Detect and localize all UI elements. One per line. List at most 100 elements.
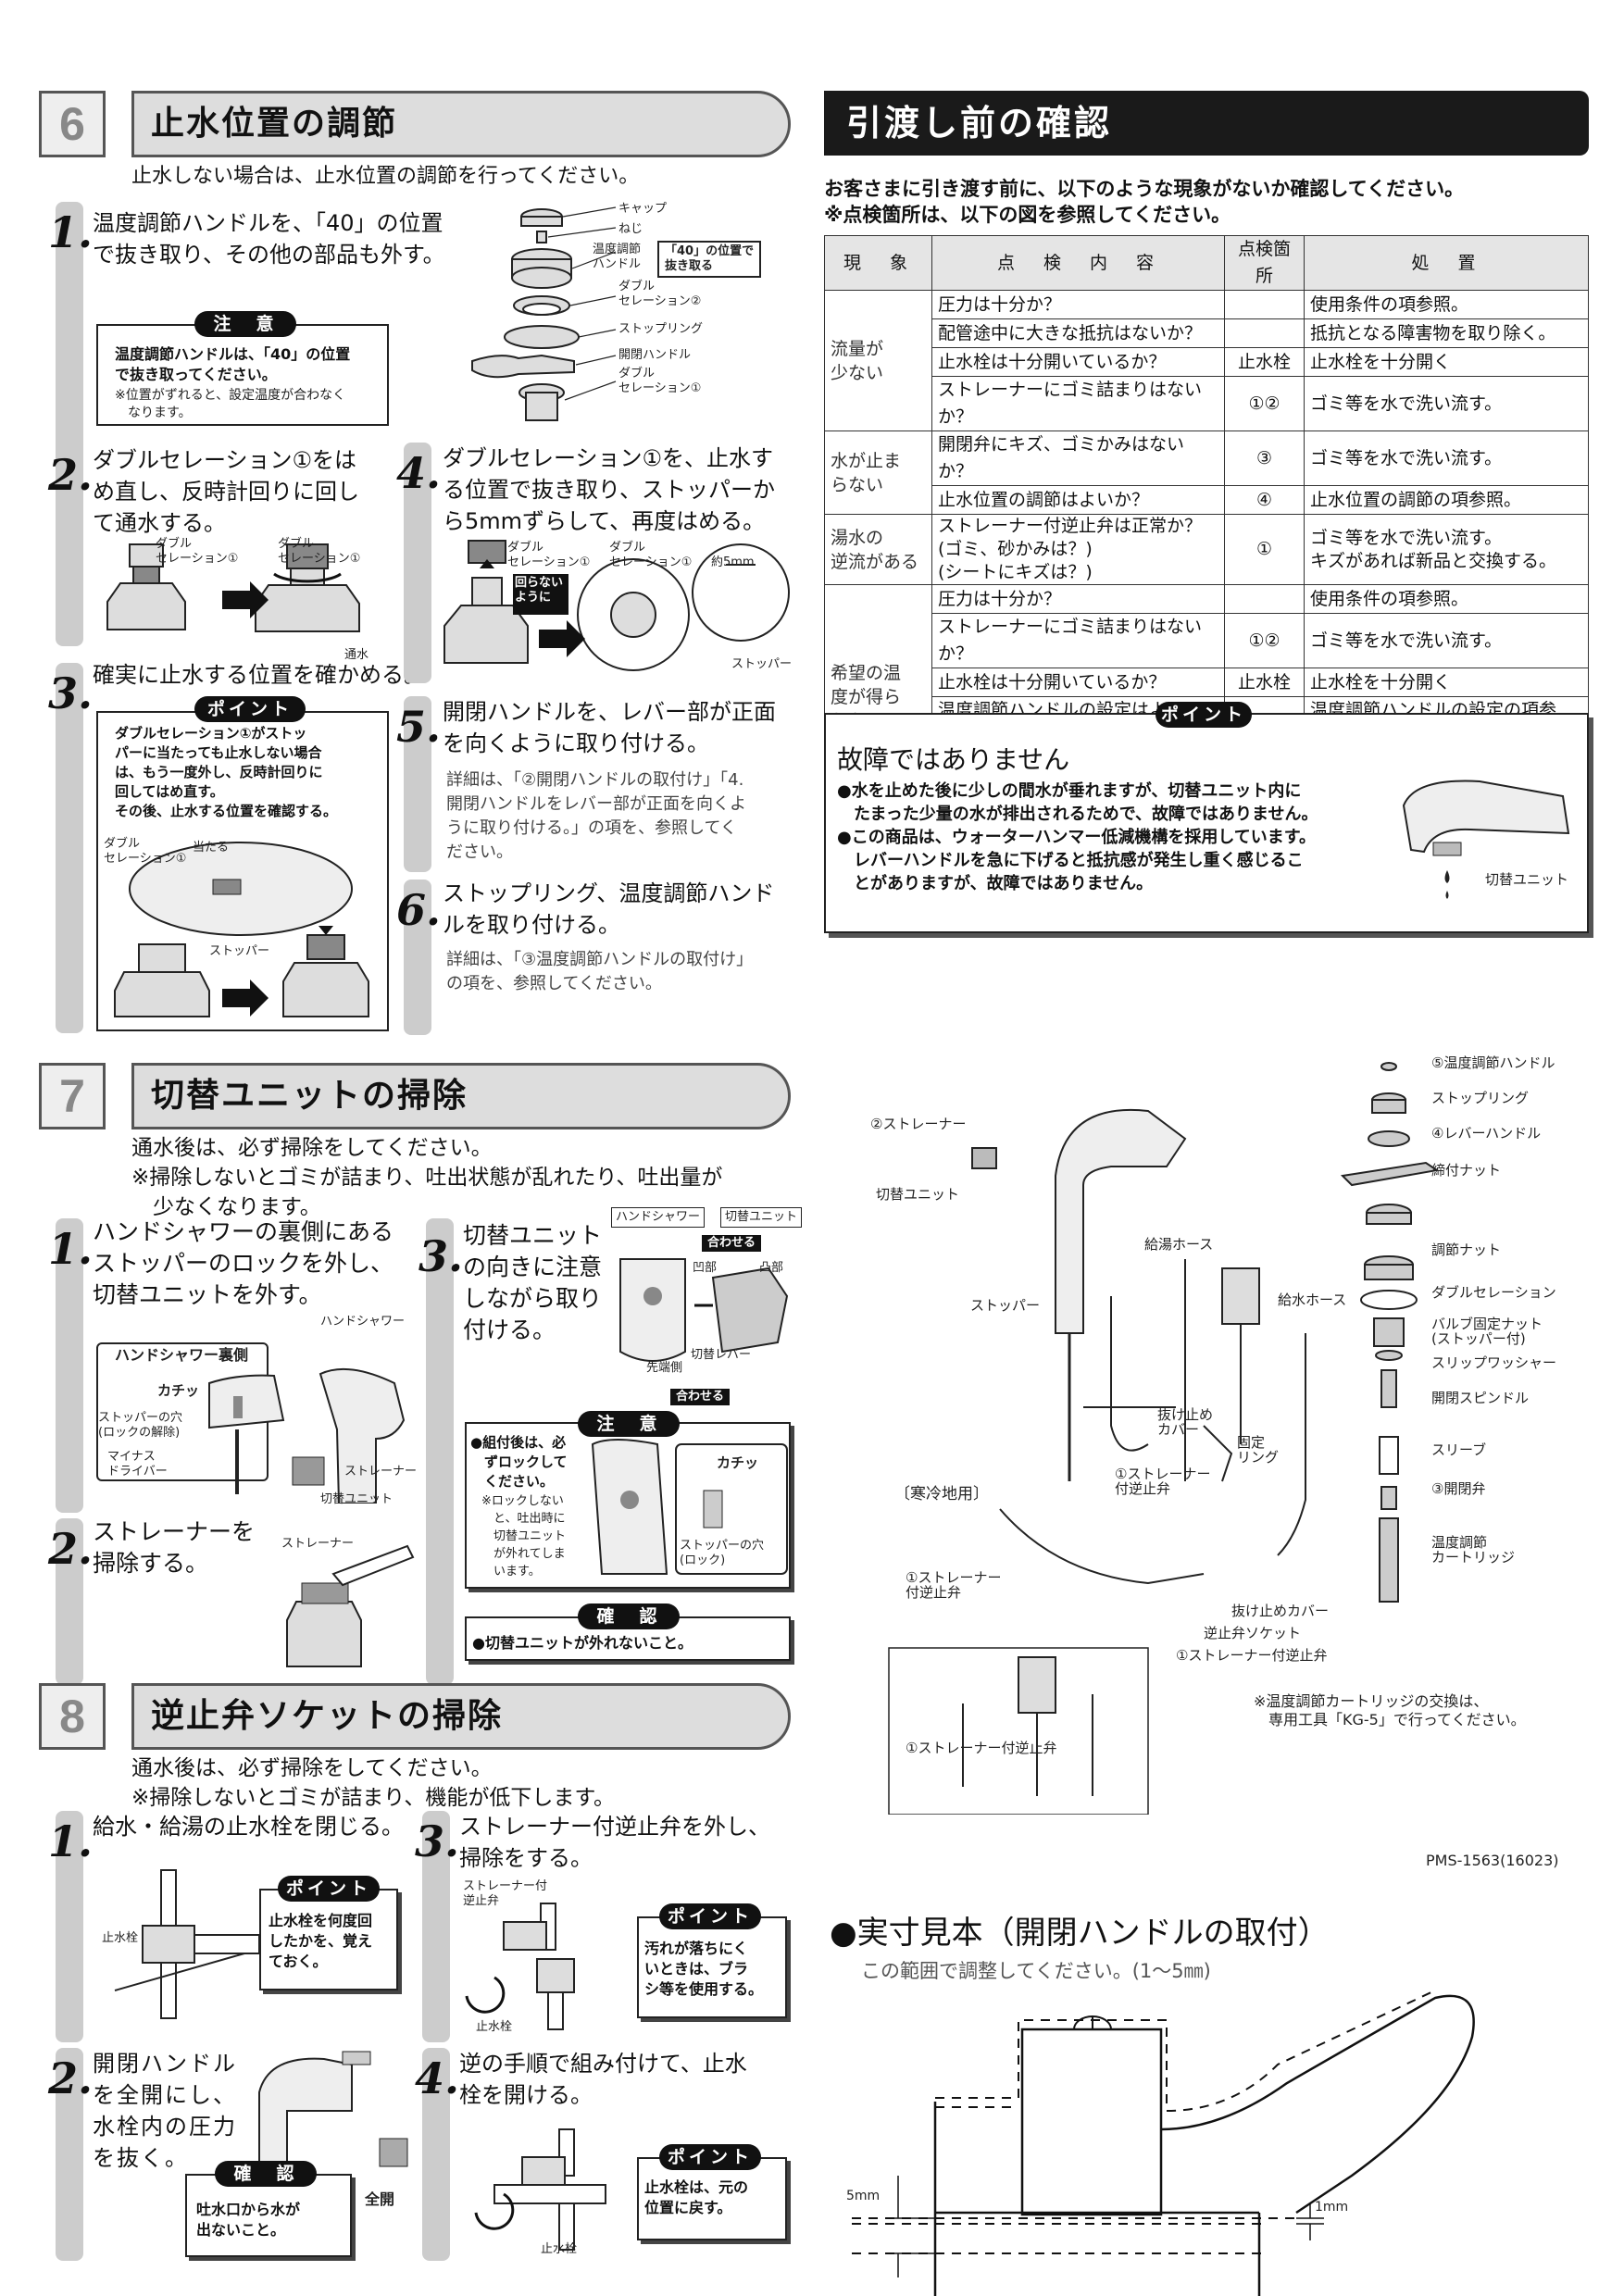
- point-label: ポイント: [659, 2144, 761, 2170]
- step-bar: [422, 2048, 450, 2261]
- part-label: 温度調節 カートリッジ: [1431, 1534, 1516, 1566]
- confirm-label: 確 認: [215, 2161, 317, 2187]
- s8-step2-number: 2.: [48, 2053, 94, 2103]
- s7-step3-illustration: [619, 1258, 789, 1362]
- part-label: 開閉スピンドル: [1431, 1390, 1530, 1406]
- step-bar: [404, 443, 431, 683]
- table-row: 止水栓は十分開いているか？止水栓止水栓を十分開く: [825, 668, 1589, 697]
- inspection-cell: ストレーナーにゴミ詰まりはないか？: [931, 376, 1225, 431]
- s7-step3-text: 切替ユニット の向きに注意 しながら取り 付ける。: [463, 1222, 603, 1343]
- s6-step6-detail: 詳細は、「③温度調節ハンドルの取付け」 の項を、参照してください。: [446, 950, 754, 993]
- location-cell: ③: [1224, 430, 1305, 486]
- section-8-number: 8: [39, 1683, 106, 1750]
- part-label: ダブルセレーション: [1431, 1284, 1556, 1301]
- part-label-stop-ring: ストップリング: [618, 322, 704, 336]
- caution-label: 注 意: [194, 311, 296, 337]
- part-label-open-handle: 開閉ハンドル: [618, 348, 692, 362]
- s7-caution-click: カチッ: [717, 1454, 759, 1471]
- s6-step4-illustration: [443, 540, 790, 671]
- section-6-title: 止水位置の調節: [131, 91, 791, 157]
- s6-step2-water: 通水: [344, 648, 369, 662]
- point-label: ポイント: [278, 1876, 380, 1902]
- action-cell: 抵抗となる障害物を取り除く。: [1304, 318, 1589, 348]
- action-cell: 使用条件の項参照。: [1304, 290, 1589, 319]
- s6-step4-no-turn: 回らない ように: [515, 576, 564, 605]
- s6-step3-illustration: [114, 842, 369, 1017]
- s7-step1-label-strainer: ストレーナー: [344, 1465, 418, 1479]
- s7-step1-number: 1.: [48, 1224, 94, 1274]
- s8-step4-illustration: [474, 2128, 606, 2251]
- s8-step3-label-1: ストレーナー付 逆止弁: [463, 1879, 548, 1908]
- diagram-unit: 切替ユニット: [876, 1186, 960, 1203]
- check-point-unit-label: 切替ユニット: [1485, 871, 1569, 888]
- location-cell: ④: [1224, 485, 1305, 515]
- diagram-cv-1: ①ストレーナー 付逆止弁: [906, 1569, 1002, 1601]
- s8-step1-illustration: [114, 1869, 260, 2019]
- location-cell: ①: [1224, 514, 1305, 585]
- step-bar: [426, 1218, 454, 1685]
- header-inspection: 点 検 内 容: [931, 235, 1225, 291]
- header-phenomenon: 現 象: [824, 235, 932, 291]
- diagram-cold-region: 〔寒冷地用〕: [894, 1485, 989, 1504]
- s8-step3-point-box: [637, 1916, 787, 2018]
- s6-step4-text: ダブルセレーション①を、止水す る位置で抜き取り、ストッパーか ら5mmずらして…: [443, 445, 776, 534]
- s7-step1-label-hs: ハンドシャワー: [320, 1315, 406, 1329]
- s7-step2-text: ストレーナーを 掃除する。: [93, 1518, 256, 1577]
- s7-confirm-body: ●切替ユニットが外れないこと。: [472, 1634, 693, 1652]
- s7-step2-number: 2.: [48, 1524, 94, 1574]
- header-action: 処 置: [1304, 235, 1589, 291]
- s8-step2-confirm-body: 吐水口から水が 出ないこと。: [196, 2201, 301, 2239]
- s6-step2-illustration: [106, 543, 360, 632]
- diagram-cold-hose: 給水ホース: [1278, 1292, 1347, 1308]
- s6-step6-text: ストップリング、温度調節ハンド ルを取り付ける。: [443, 880, 775, 938]
- step-bar: [404, 880, 431, 1035]
- step-bar: [404, 696, 431, 872]
- table-row: 湯水の 逆流があるストレーナー付逆止弁は正常か？ (ゴミ、砂かみは？) (シート…: [824, 514, 1589, 585]
- s7-caution-body: ●組付後は、必 ずロックして ください。: [470, 1434, 568, 1490]
- action-cell: ゴミ等を水で洗い流す。: [1304, 376, 1589, 431]
- part-label: ④レバーハンドル: [1431, 1125, 1542, 1142]
- point-label: ポイント: [659, 1903, 761, 1929]
- s6-step6-number: 6.: [396, 885, 442, 935]
- check-point-bullet-1: ●水を止めた後に少しの間水が垂れますが、切替ユニット内に たまった少量の水が排出…: [837, 781, 1318, 824]
- callout-40: 「40」の位置で 抜き取る: [657, 241, 762, 278]
- s6-step1-number: 1.: [48, 207, 94, 257]
- s7-caution-illustration: [591, 1439, 788, 1575]
- parts-diagram: [888, 1062, 1440, 1815]
- step-bar: [56, 663, 83, 1033]
- point-label: ポイント: [1156, 702, 1252, 728]
- diagram-note: ※温度調節カートリッジの交換は、 専用工具「KG-5」で行ってください。: [1254, 1692, 1526, 1728]
- inspection-cell: 開閉弁にキズ、ゴミかみはないか？: [931, 430, 1225, 486]
- s7-step1-label-click: カチッ: [157, 1382, 200, 1399]
- check-point-bullet-2: ●この商品は、ウォーターハンマー低減機構を採用しています。 レバーハンドルを急に…: [837, 828, 1317, 893]
- inspection-cell: 圧力は十分か？: [931, 584, 1225, 614]
- part-label: バルブ固定ナット (ストッパー付): [1431, 1316, 1543, 1347]
- diagram-pull-cover-2: 抜け止めカバー: [1231, 1603, 1330, 1619]
- phenomenon-cell: 流量が 少ない: [824, 290, 932, 431]
- s6-step4-stopper: ストッパー: [731, 657, 793, 671]
- diagram-cv-3: ①ストレーナー付逆止弁: [1176, 1647, 1328, 1664]
- diagram-cv-2: ①ストレーナー付逆止弁: [906, 1740, 1057, 1756]
- part-label: 調節ナット: [1431, 1242, 1502, 1258]
- sample-subtitle: この範囲で調整してください。(1～5㎜): [861, 1960, 1211, 1982]
- part-label: スリーブ: [1431, 1441, 1487, 1458]
- section-7-title: 切替ユニットの掃除: [131, 1063, 791, 1129]
- s8-step3-label-2: 止水栓: [476, 2020, 513, 2034]
- inspection-cell: 配管途中に大きな抵抗はないか？: [931, 318, 1225, 348]
- location-cell: ①②: [1224, 613, 1305, 668]
- s6-step4-number: 4.: [396, 448, 442, 498]
- s7-caution-small: ※ロックしない と、吐出時に 切替ユニット が外れてしま います。: [481, 1494, 567, 1578]
- s7-step3-lever: 切替レバー: [691, 1348, 752, 1362]
- inspection-cell: 止水位置の調節はよいか？: [931, 485, 1225, 515]
- check-intro: お客さまに引き渡す前に、以下のような現象がないか確認してください。 ※点検箇所は…: [824, 178, 1465, 226]
- s6-step2-number: 2.: [48, 450, 94, 500]
- step-bar: [56, 202, 83, 646]
- action-cell: ゴミ等を水で洗い流す。 キズがあれば新品と交換する。: [1304, 514, 1589, 585]
- sample-title: ●実寸見本（開閉ハンドルの取付）: [830, 1915, 1330, 1952]
- inspection-cell: 圧力は十分か？: [931, 290, 1225, 319]
- s8-step3-point-body: 汚れが落ちにく いときは、ブラ シ等を使用する。: [644, 1940, 764, 1998]
- location-cell: ①②: [1224, 376, 1305, 431]
- s6-step2-label-1: ダブル セレーション①: [156, 537, 239, 566]
